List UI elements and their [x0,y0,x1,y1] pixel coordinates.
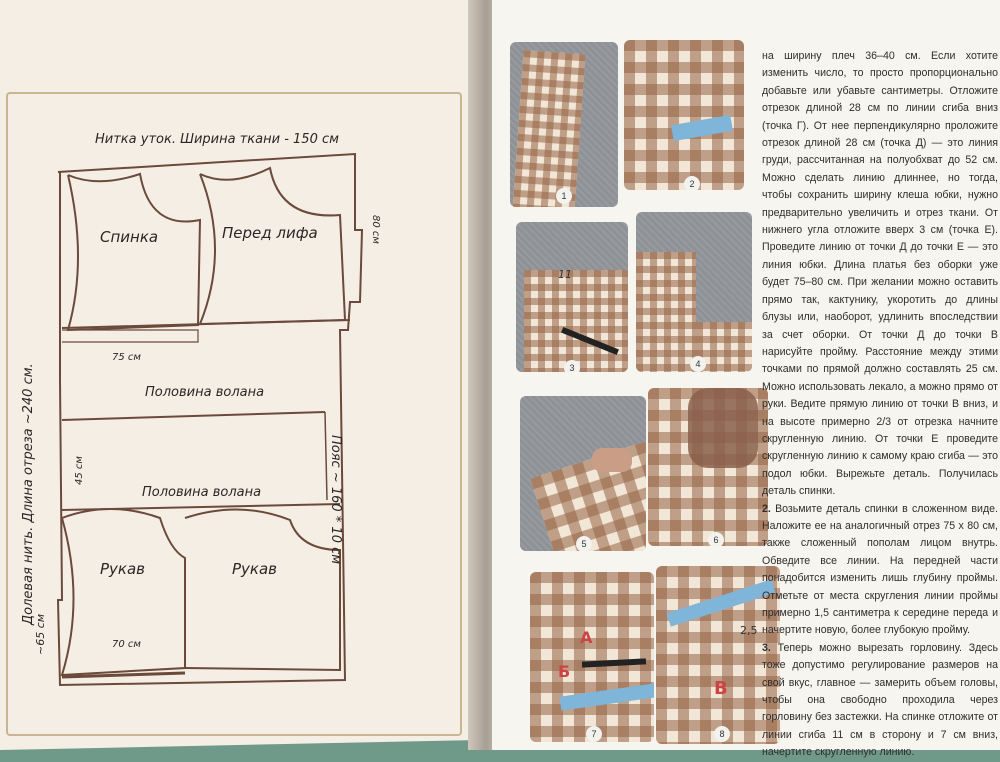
label-half-flounce-1: Половина волана [145,385,264,400]
pattern-frame [6,92,462,736]
dim-80: 80 см [370,215,381,244]
back-piece-outline [66,172,202,332]
hand-image [592,448,632,472]
label-front: Перед лифа [222,224,318,242]
dim-75: 75 см [112,352,141,363]
photo-number: 5 [576,536,592,551]
photo-number: 4 [690,356,706,372]
measuring-tape-icon [666,579,776,627]
photo-mark: 2,5 [740,624,758,637]
side-label-left: Долевая нить. Длина отреза ~240 см. [21,363,36,626]
pen-icon [581,658,647,668]
front-piece-outline [198,166,347,326]
step-number-2: 2. [762,502,771,515]
photo-5: 5 [520,396,646,551]
side-label-right: Пояс ~ 160 * 10 см [328,435,343,564]
instruction-step-2: Возьмите деталь спинки в сложенном виде.… [762,502,998,637]
photo-number: 7 [586,726,602,742]
photo-mark: Б [558,662,571,681]
photo-7: А Б 7 [530,572,654,742]
fabric-outline [56,152,364,687]
photo-mark: 11 [558,268,572,281]
photo-number: 3 [564,360,580,372]
photo-number: 8 [714,726,730,742]
photo-6: 6 [648,388,768,546]
photo-4: 4 [636,212,752,372]
label-half-flounce-2: Половина волана [142,485,261,500]
instruction-paragraph-1: на ширину плеч 36–40 см. Если хотите изм… [762,50,998,498]
measuring-tape-icon [671,114,733,142]
photo-3: 11 3 [516,222,628,372]
measuring-tape-icon [559,683,654,711]
sleeve-piece-outline-2 [184,508,341,672]
photo-number: 1 [556,188,572,204]
dim-65: ~65 см [34,614,47,655]
dim-45: 45 см [74,456,85,485]
line-bodice-bottom [61,319,351,329]
photo-8: В 2,5 8 [656,566,780,744]
photo-mark: А [580,628,593,647]
photo-mark: В [714,678,728,699]
hand-image [688,388,758,468]
photo-1: 1 [510,42,618,207]
sewing-pattern-diagram: Нитка уток. Ширина ткани - 150 см Спинка… [21,132,381,687]
line-flounce-divider-1 [61,411,326,421]
sleeve-piece-outline-1 [60,508,186,677]
photo-2: 2 [624,40,744,190]
photo-number: 6 [708,532,724,546]
dim-70: 70 см [112,639,141,650]
instruction-step-3: Теперь можно вырезать горловину. Здесь т… [762,641,998,759]
step-number-3: 3. [762,641,771,654]
label-sleeve-2: Рукав [232,560,277,578]
instructions-column: на ширину плеч 36–40 см. Если хотите изм… [762,48,998,762]
pattern-title: Нитка уток. Ширина ткани - 150 см [95,132,339,147]
label-back: Спинка [100,228,158,246]
photo-number: 2 [684,176,700,190]
label-sleeve-1: Рукав [100,560,145,578]
